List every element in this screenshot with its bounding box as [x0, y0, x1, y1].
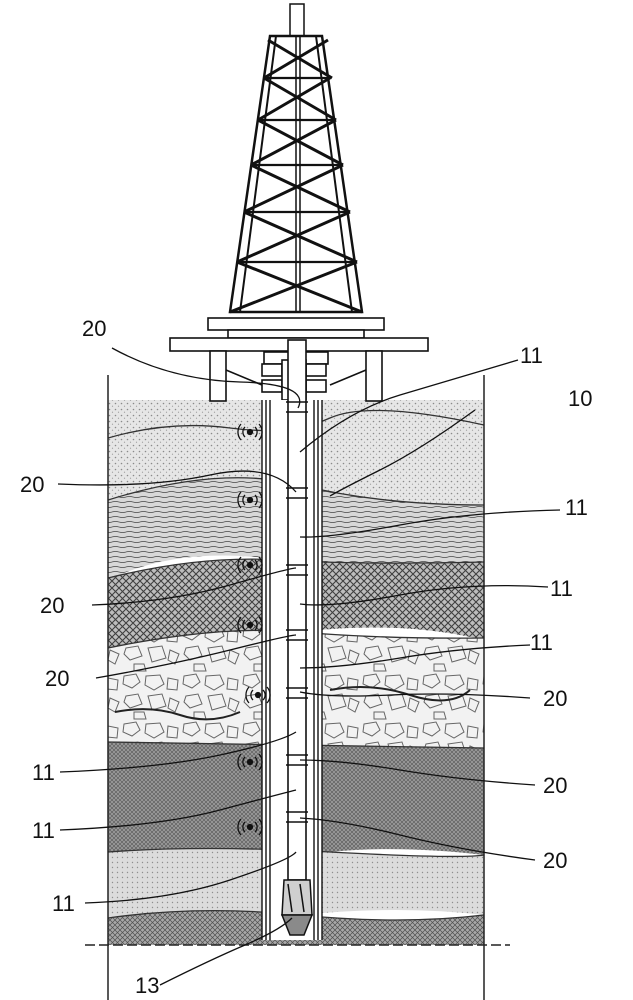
drill-string — [280, 339, 314, 936]
kelly-top — [289, 3, 305, 37]
ref-label-20: 20 — [45, 666, 70, 691]
wireless-signal-icon — [237, 556, 263, 574]
ref-label-20: 20 — [543, 686, 568, 711]
ref-label-11: 11 — [32, 760, 55, 785]
ref-label-20: 20 — [543, 848, 568, 873]
wireless-signal-icon — [237, 491, 263, 509]
ref-label-11: 11 — [52, 891, 75, 916]
leader-lines — [57, 347, 561, 986]
ref-label-20: 20 — [543, 773, 568, 798]
ref-label-11: 11 — [565, 495, 588, 520]
wireless-signal-icon — [237, 753, 263, 771]
ref-label-11: 11 — [530, 630, 553, 655]
derrick — [228, 3, 364, 314]
ref-label-20: 20 — [40, 593, 65, 618]
ref-label-20: 20 — [82, 316, 107, 341]
earth-frame — [85, 375, 510, 1000]
ref-label-11: 11 — [32, 818, 55, 843]
drill-bit — [280, 879, 314, 936]
wireless-signal-icon — [237, 423, 263, 441]
ref-label-10: 10 — [568, 386, 593, 411]
wireless-signal-icon — [237, 818, 263, 836]
wireless-signal-icon — [237, 616, 263, 634]
ref-label-11: 11 — [520, 343, 543, 368]
ref-label-13: 13 — [135, 973, 160, 998]
wireless-signal-icon — [245, 686, 271, 704]
ref-label-11: 11 — [550, 576, 573, 601]
wireless-signal-icons — [237, 423, 271, 836]
ref-label-20: 20 — [20, 472, 45, 497]
